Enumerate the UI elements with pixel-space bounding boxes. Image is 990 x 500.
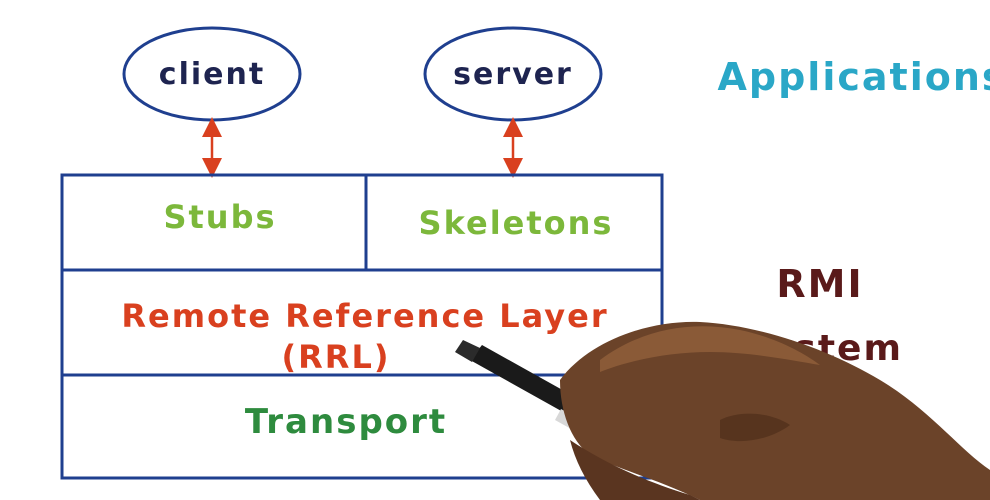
hand-with-pen-image bbox=[455, 321, 990, 500]
rrl-label-line1: Remote Reference Layer bbox=[121, 297, 608, 335]
rmi-label-line1: RMI bbox=[776, 262, 863, 306]
stubs-label: Stubs bbox=[163, 198, 276, 236]
skeletons-label: Skeletons bbox=[419, 204, 614, 242]
server-label: server bbox=[453, 57, 573, 92]
applications-label: Applications bbox=[718, 55, 990, 99]
transport-label: Transport bbox=[245, 402, 447, 442]
client-label: client bbox=[159, 57, 265, 92]
rrl-label-line2: (RRL) bbox=[282, 338, 391, 376]
